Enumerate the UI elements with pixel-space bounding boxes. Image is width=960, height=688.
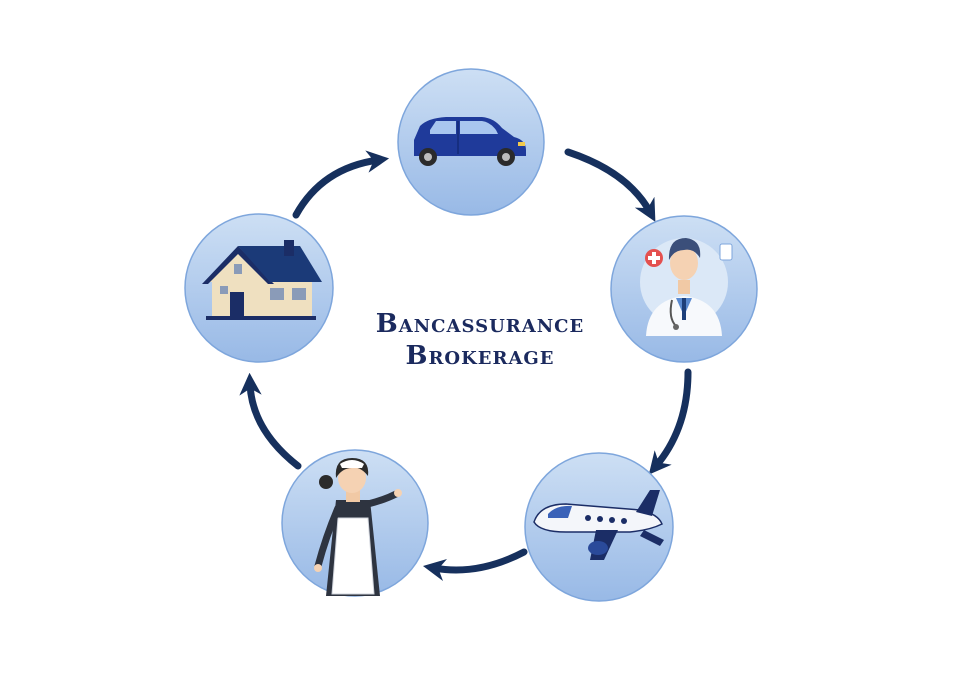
arrow-maid-to-house (239, 372, 302, 470)
doctor-icon (640, 238, 733, 336)
airplane-icon (533, 490, 664, 560)
title-line-1: Bancassurance (375, 309, 585, 339)
node-airplane (524, 452, 674, 602)
house-icon (202, 240, 322, 320)
node-house (184, 213, 334, 363)
arrow-car-to-doctor (564, 148, 656, 222)
title-line-2: Brokerage (405, 341, 555, 371)
arrow-airplane-to-maid (422, 548, 528, 582)
node-maid (281, 449, 429, 597)
diagram-title: Bancassurance Brokerage (330, 308, 630, 372)
cycle-arrows (239, 148, 692, 582)
node-doctor (610, 215, 758, 363)
node-car (397, 68, 545, 216)
maid-icon (314, 458, 402, 596)
arrow-doctor-to-airplane (648, 368, 692, 475)
car-icon (414, 117, 526, 166)
arrow-house-to-car (292, 150, 390, 219)
